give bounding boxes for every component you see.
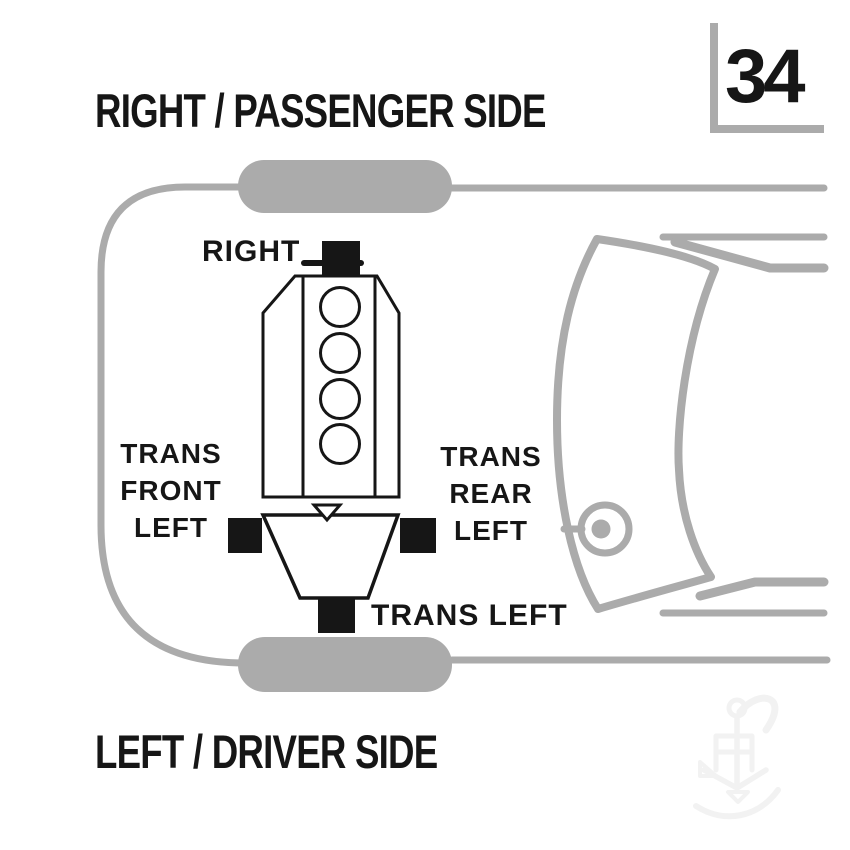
trans-rear-left-mount-label: TRANS REAR LEFT [428,438,554,549]
trans-front-left-line3: LEFT [134,512,208,543]
rear-axle-outline [553,235,719,613]
trans-front-left-line1: TRANS [120,438,222,469]
wheel-right-front [238,160,452,213]
trans-rear-left-line3: LEFT [454,515,528,546]
bottom-side-title-text: LEFT / DRIVER SIDE [94,725,438,778]
trans-rear-left-line1: TRANS [440,441,542,472]
rear-body-lines-bottom [659,577,829,617]
engine-cylinders [319,286,361,465]
bottom-side-title: LEFT / DRIVER SIDE [77,712,534,791]
transmission [260,503,401,600]
page-corner-bracket [710,23,824,133]
trans-rear-left-line2: REAR [449,478,533,509]
right-mount-marker [322,241,360,275]
top-side-title: RIGHT / PASSENGER SIDE [77,71,673,150]
page-number: 34 [725,34,806,119]
engine-block [261,274,401,499]
trans-rear-left-mount-marker [400,518,436,553]
top-side-title-text: RIGHT / PASSENGER SIDE [94,84,546,137]
trans-left-mount-label: TRANS LEFT [371,599,568,632]
right-mount-label: RIGHT [202,235,301,268]
front-bumper-outline [97,183,334,667]
transmission-input-pointer [310,503,344,523]
trans-front-left-line2: FRONT [120,475,222,506]
watermark-anchor-logo [693,694,781,820]
rear-body-lines-top [659,233,829,273]
rear-differential-detail [560,501,633,557]
trans-front-left-mount-marker [228,518,262,553]
trans-left-mount-marker [318,598,355,633]
trans-front-left-mount-label: TRANS FRONT LEFT [108,435,234,546]
wheel-left-front [238,637,452,692]
